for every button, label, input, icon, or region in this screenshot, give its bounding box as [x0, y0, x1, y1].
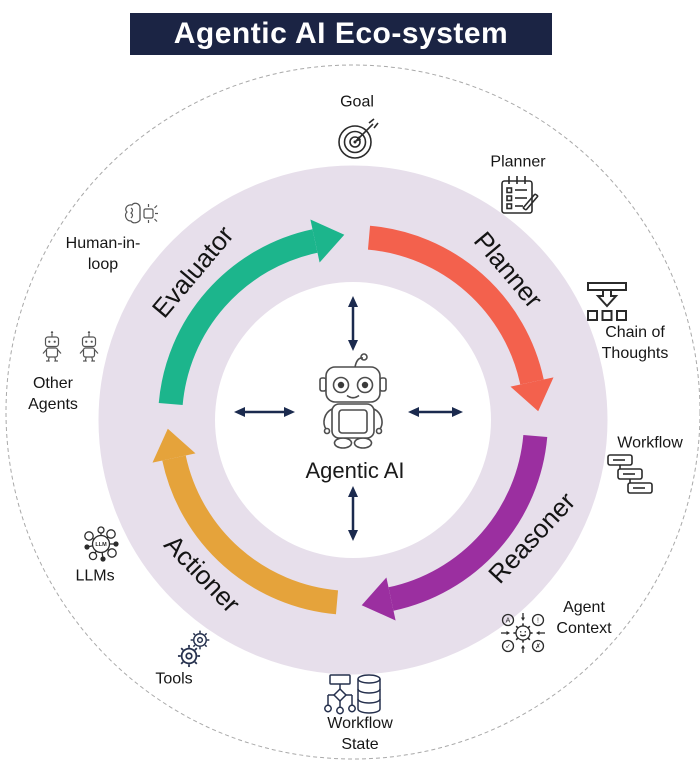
page-title: Agentic AI Eco-system: [130, 13, 552, 55]
workflow-state-label: Workflow State: [327, 715, 393, 753]
agent-context-label: Agent Context: [556, 599, 612, 637]
center-double-arrows: [234, 296, 463, 541]
flowchart-database-icon: [324, 674, 381, 715]
planner-arc-arrow: [367, 225, 554, 412]
arrow-right-icon: [408, 407, 463, 417]
target-dart-icon: [338, 118, 379, 159]
arrow-left-icon: [234, 407, 295, 417]
workflow-label: Workflow: [617, 434, 683, 452]
arrow-up-icon: [348, 296, 358, 351]
cycle-ring: [98, 165, 608, 675]
human-in-loop-label: Human-in- loop: [65, 235, 141, 273]
llm-network-icon: LLM: [84, 526, 119, 562]
planner-tool-label: Planner: [490, 153, 546, 171]
gears-icon: [177, 630, 210, 668]
svg-text:A: A: [506, 617, 511, 624]
other-agents-label: Other Agents: [28, 375, 78, 413]
llms-label: LLMs: [75, 567, 115, 585]
cascade-steps-icon: [607, 454, 653, 494]
gear-network-icon: A ! ✓ ✗: [501, 613, 545, 653]
agentic-ai-label: Agentic AI: [305, 458, 405, 483]
chain-of-thoughts-label: Chain of Thoughts: [601, 324, 669, 362]
arrow-down-icon: [348, 486, 358, 541]
notepad-icon: [501, 176, 539, 214]
svg-text:LLM: LLM: [95, 542, 107, 548]
flow-split-icon: [587, 282, 627, 321]
actioner-arc-arrow: [152, 428, 339, 615]
robot-icon: [319, 353, 387, 449]
svg-text:✗: ✗: [535, 642, 541, 650]
svg-text:!: !: [537, 617, 539, 624]
evaluator-arc-arrow: [158, 219, 345, 406]
svg-text:✓: ✓: [505, 643, 511, 650]
reasoner-arc-arrow: [361, 434, 548, 621]
goal-label: Goal: [340, 93, 374, 111]
tools-label: Tools: [155, 670, 193, 688]
brain-chip-icon: [125, 202, 158, 224]
robots-icon: [42, 331, 99, 362]
